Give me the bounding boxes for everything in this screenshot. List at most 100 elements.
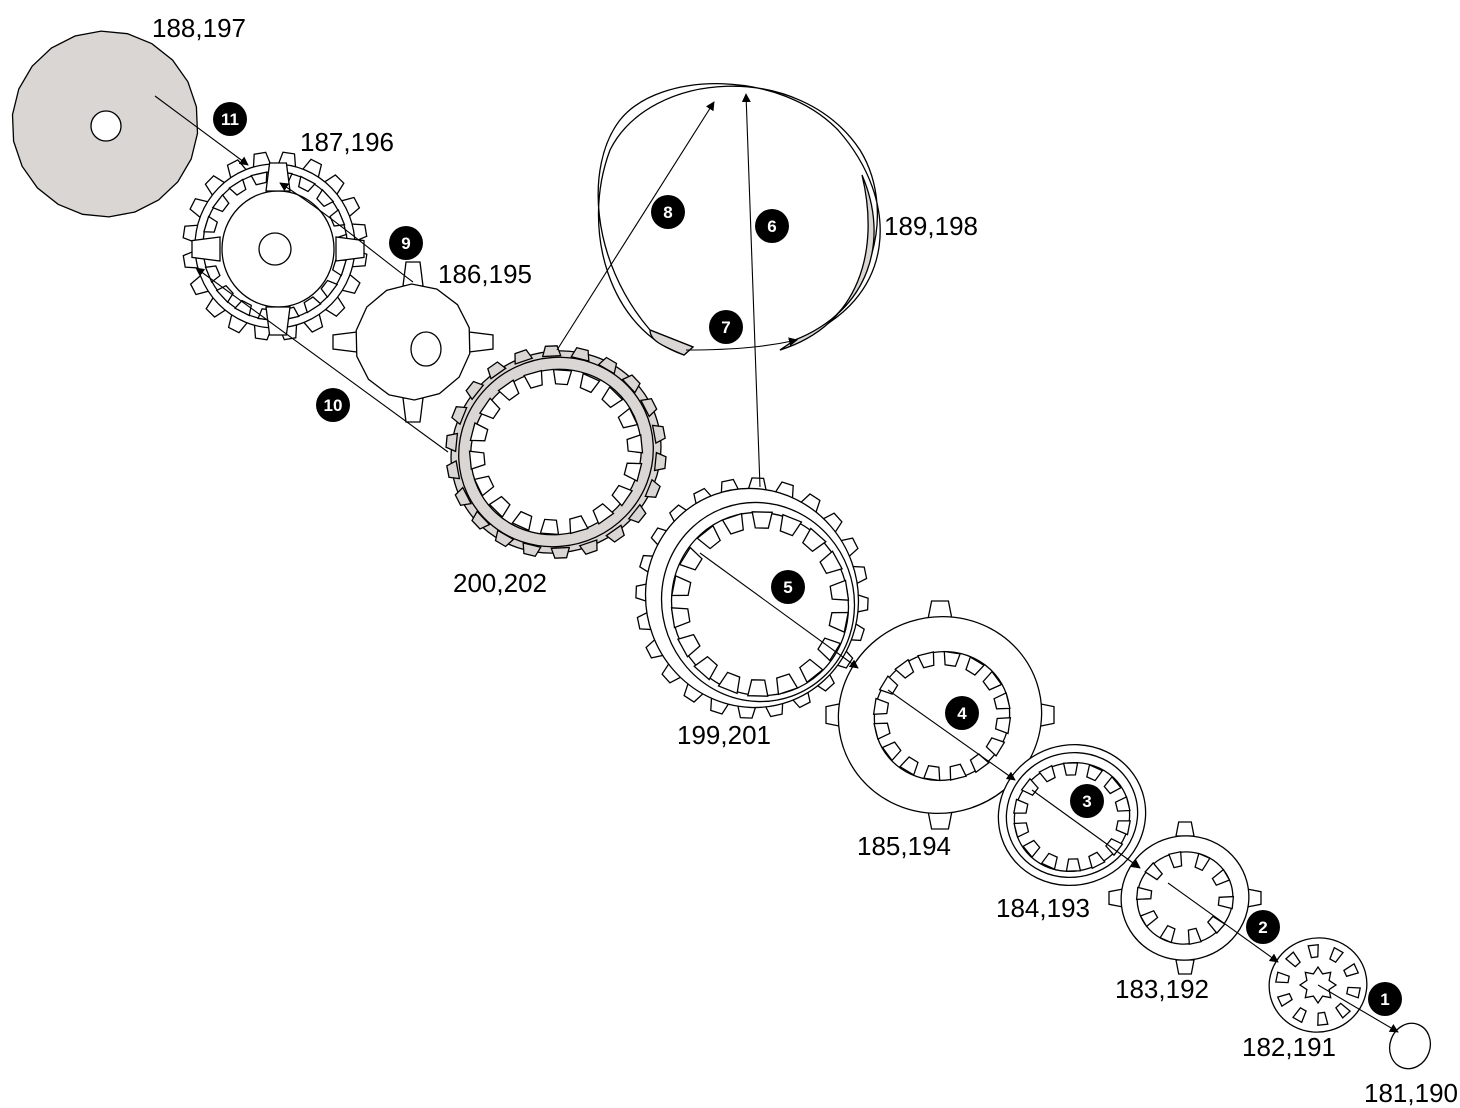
step-number: 1 [1380,990,1389,1009]
inner-teeth [1135,851,1235,945]
tooth [717,671,741,695]
tooth [1211,868,1231,887]
leader-arrow-1 [1317,984,1399,1033]
tooth [228,178,247,196]
tooth [873,722,891,741]
step-badge-11: 11 [213,102,247,136]
friction-ring-large [635,477,869,719]
tooth [552,368,573,386]
tooth [465,380,485,401]
tooth [1040,852,1058,871]
pressure-plate-disc [11,30,199,218]
plate-tabs [825,600,1055,830]
tooth [828,611,849,634]
tooth [1065,858,1082,872]
tooth [829,579,850,601]
part-label-183-192: 183,192 [1115,974,1209,1004]
inner-teeth [468,368,644,536]
step-badge-circle [651,195,685,229]
tooth [923,764,941,782]
part-label-181-190: 181,190 [1364,1078,1458,1108]
tooth [446,459,461,480]
leader-arrow-4 [887,689,1016,781]
tooth [601,385,624,409]
lug [335,236,365,262]
lug [402,397,424,423]
step-badge-8: 8 [651,195,685,229]
band-shaded-tip [649,329,695,356]
tooth [1217,895,1235,910]
outer-teeth [445,345,667,559]
part-label-186-195: 186,195 [438,259,532,289]
part-label-184-193: 184,193 [996,893,1090,923]
step-number: 8 [663,203,672,222]
tooth [204,265,221,284]
tooth [1013,822,1030,839]
tooth [898,756,919,776]
tooth [203,215,219,233]
step-number: 7 [721,318,730,337]
leader-arrow-7 [685,337,798,351]
step-badge-circle [771,570,805,604]
tooth [779,513,803,537]
lug [191,236,221,262]
hub-hole [258,232,292,266]
tooth [1335,1002,1352,1019]
tooth [670,607,691,629]
tooth [982,670,1003,691]
step-badge-5: 5 [771,570,805,604]
step-badge-circle [945,696,979,730]
tooth [592,502,615,525]
inner-hub [332,261,494,423]
leader-arrow-8 [556,101,715,351]
tooth [445,432,459,453]
tooth [297,175,317,193]
step-number: 4 [957,704,967,723]
step-badge-7: 7 [709,310,743,344]
tooth [473,475,495,497]
step-badge-circle [1368,982,1402,1016]
tooth [894,658,915,679]
tooth [1194,852,1211,872]
clutch-hub-basket [182,151,368,341]
step-badge-6: 6 [755,209,789,243]
leader-arrow-9 [279,182,414,283]
tooth [676,633,701,658]
tooth [250,171,268,186]
step-number: 11 [221,110,239,129]
tooth [469,422,489,442]
tooth [611,484,634,507]
tooth [1346,986,1361,999]
tooth [487,361,507,380]
tooth [746,679,769,697]
tooth [303,296,322,314]
steel-plate-medium [997,743,1147,887]
part-label-188-197: 188,197 [152,13,246,43]
tooth [817,637,842,662]
lug [402,261,424,287]
lug [1175,821,1195,837]
tooth [985,737,1006,757]
part-label-185-194: 185,194 [857,831,951,861]
tooth [617,407,639,429]
tooth [320,279,339,299]
steel-plate-tabbed [825,600,1055,830]
tooth [511,510,533,532]
lug [265,306,291,336]
step-badge-1: 1 [1368,982,1402,1016]
tooth [1275,971,1290,984]
step-badge-4: 4 [945,696,979,730]
leader-arrows [154,93,1399,1033]
friction-ring-shaded [445,345,667,559]
tooth [523,369,543,389]
tooth [1105,837,1124,857]
step-badge-2: 2 [1246,910,1280,944]
tooth [1038,764,1056,783]
tooth [1086,763,1104,782]
tooth [798,658,824,684]
step-badge-3: 3 [1070,784,1104,818]
tooth [626,434,644,454]
tooth [819,550,844,575]
tooth [949,763,968,781]
